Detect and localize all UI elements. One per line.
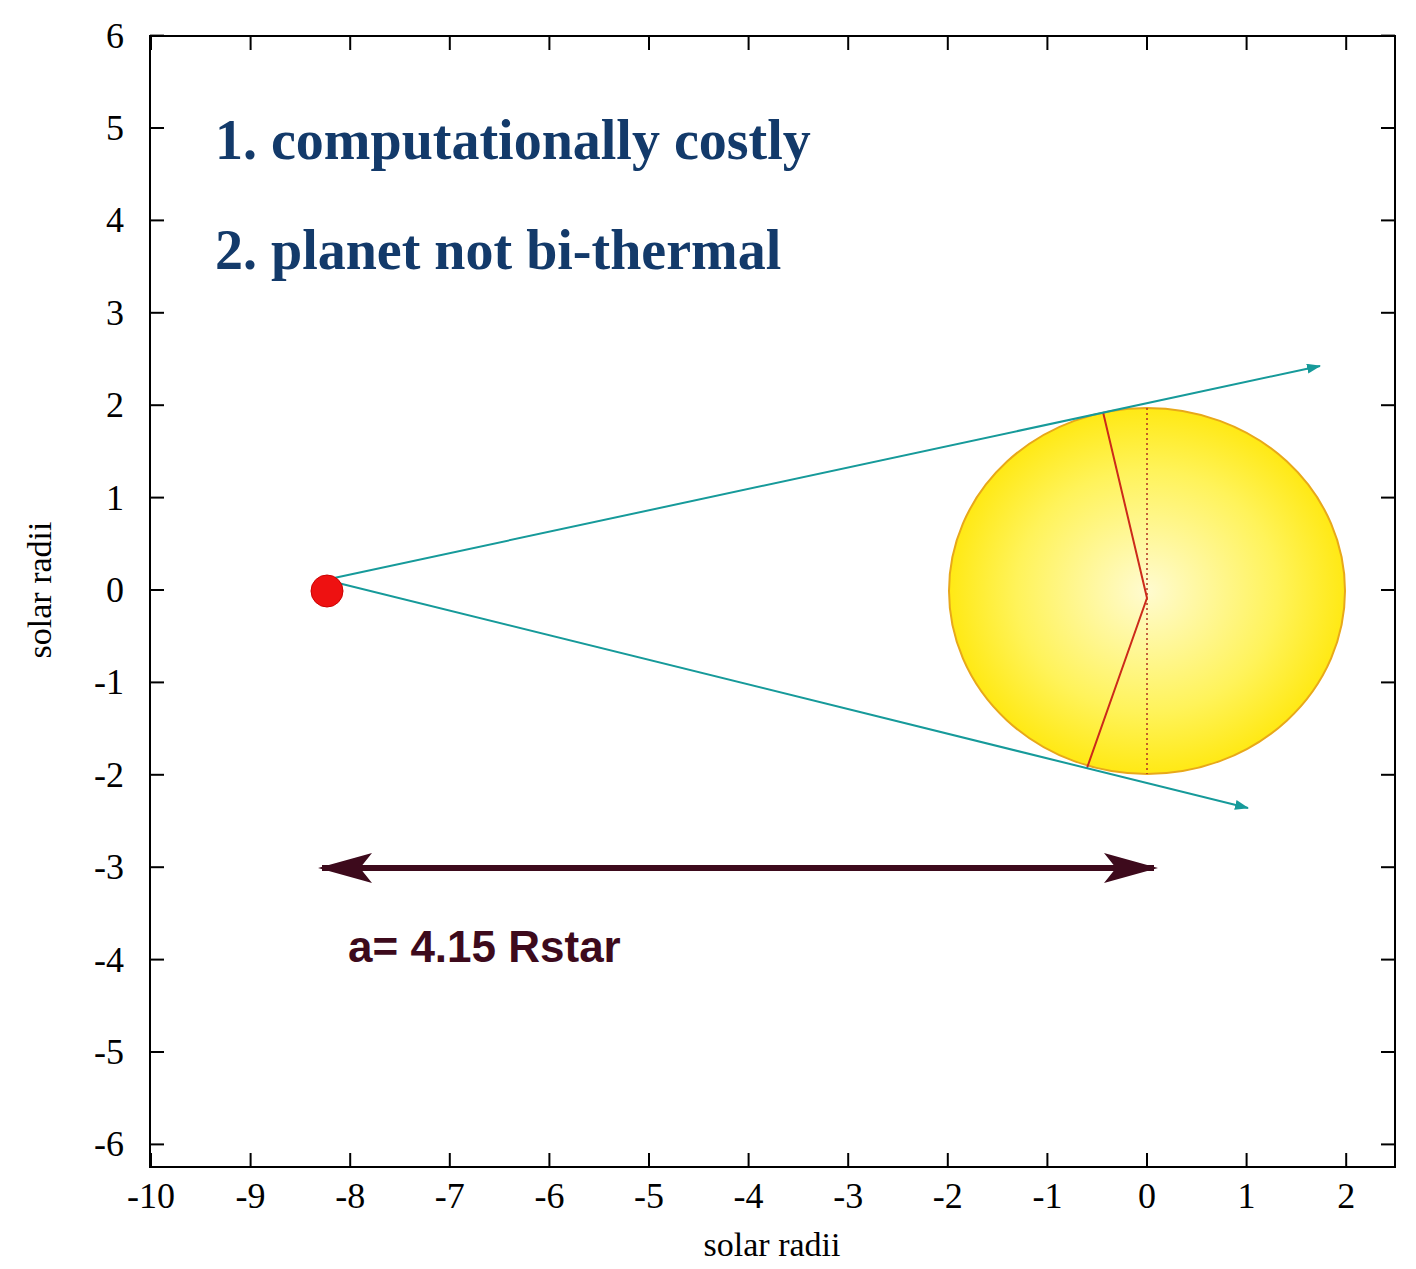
tick-mark [150,774,164,776]
tick-mark [150,589,164,591]
x-tick-label: -8 [335,1178,365,1214]
tick-mark [1381,774,1395,776]
tick-mark [1381,866,1395,868]
tick-mark [150,219,164,221]
tangent-ray [334,582,1248,808]
tick-mark [150,35,164,37]
tick-mark [250,1153,252,1167]
tick-mark [548,1153,550,1167]
y-tick-label: -1 [94,664,124,700]
tick-mark [1046,36,1048,50]
tick-mark [1381,404,1395,406]
tick-mark [847,1153,849,1167]
x-tick-label: -9 [236,1178,266,1214]
x-tick-label: -1 [1032,1178,1062,1214]
star-disk [949,408,1345,774]
tick-mark [648,36,650,50]
tick-mark [748,36,750,50]
x-tick-label: 1 [1238,1178,1256,1214]
y-tick-label: 3 [106,295,124,331]
tick-mark [1146,1153,1148,1167]
planet-dot [311,575,343,607]
tick-mark [150,866,164,868]
tick-mark [150,959,164,961]
tick-mark [1246,1153,1248,1167]
tick-mark [1146,36,1148,50]
y-tick-label: 5 [106,110,124,146]
y-tick-label: 2 [106,387,124,423]
tick-mark [150,312,164,314]
tick-mark [1246,36,1248,50]
tick-mark [150,404,164,406]
tick-mark [748,1153,750,1167]
x-tick-label: -4 [734,1178,764,1214]
tick-mark [150,1153,152,1167]
tick-mark [349,36,351,50]
tick-mark [449,1153,451,1167]
y-tick-label: -2 [94,757,124,793]
distance-label: a= 4.15 Rstar [348,925,621,969]
tick-mark [1345,1153,1347,1167]
visible-boundary [1087,412,1147,768]
x-tick-label: -3 [833,1178,863,1214]
tick-mark [648,1153,650,1167]
tick-mark [1381,497,1395,499]
tick-mark [1381,1143,1395,1145]
x-axis-title: solar radii [704,1228,841,1262]
y-tick-label: 4 [106,202,124,238]
y-tick-label: -6 [94,1126,124,1162]
x-tick-label: 2 [1337,1178,1355,1214]
y-tick-label: -3 [94,849,124,885]
plot-frame [150,36,1395,1167]
tick-mark [1381,127,1395,129]
tick-mark [947,1153,949,1167]
tick-mark [1381,35,1395,37]
tick-mark [548,36,550,50]
tick-mark [1381,1051,1395,1053]
tick-mark [150,681,164,683]
tick-mark [1381,589,1395,591]
x-tick-label: 0 [1138,1178,1156,1214]
y-axis-title: solar radii [23,522,57,659]
tick-mark [1046,1153,1048,1167]
tick-mark [1381,959,1395,961]
note-text: 2. planet not bi-thermal [215,222,781,278]
x-tick-label: -7 [435,1178,465,1214]
tick-mark [150,127,164,129]
tick-mark [349,1153,351,1167]
tick-mark [1345,36,1347,50]
y-tick-label: -5 [94,1034,124,1070]
distance-arrow [322,865,1154,871]
y-tick-label: 6 [106,18,124,54]
y-tick-label: -4 [94,942,124,978]
note-text: 1. computationally costly [215,112,811,168]
tangent-ray [334,366,1320,578]
tick-mark [150,1143,164,1145]
tick-mark [250,36,252,50]
tick-mark [150,497,164,499]
tick-mark [150,1051,164,1053]
tick-mark [449,36,451,50]
tick-mark [1381,681,1395,683]
x-tick-label: -6 [534,1178,564,1214]
terminator-dotted [1146,408,1148,774]
y-tick-label: 0 [106,572,124,608]
tick-mark [947,36,949,50]
x-tick-label: -5 [634,1178,664,1214]
x-tick-label: -2 [933,1178,963,1214]
tick-mark [1381,219,1395,221]
tick-mark [847,36,849,50]
y-tick-label: 1 [106,480,124,516]
tick-mark [150,36,152,50]
axis-ticks [150,36,1395,1167]
x-tick-label: -10 [127,1178,175,1214]
tick-mark [1381,312,1395,314]
